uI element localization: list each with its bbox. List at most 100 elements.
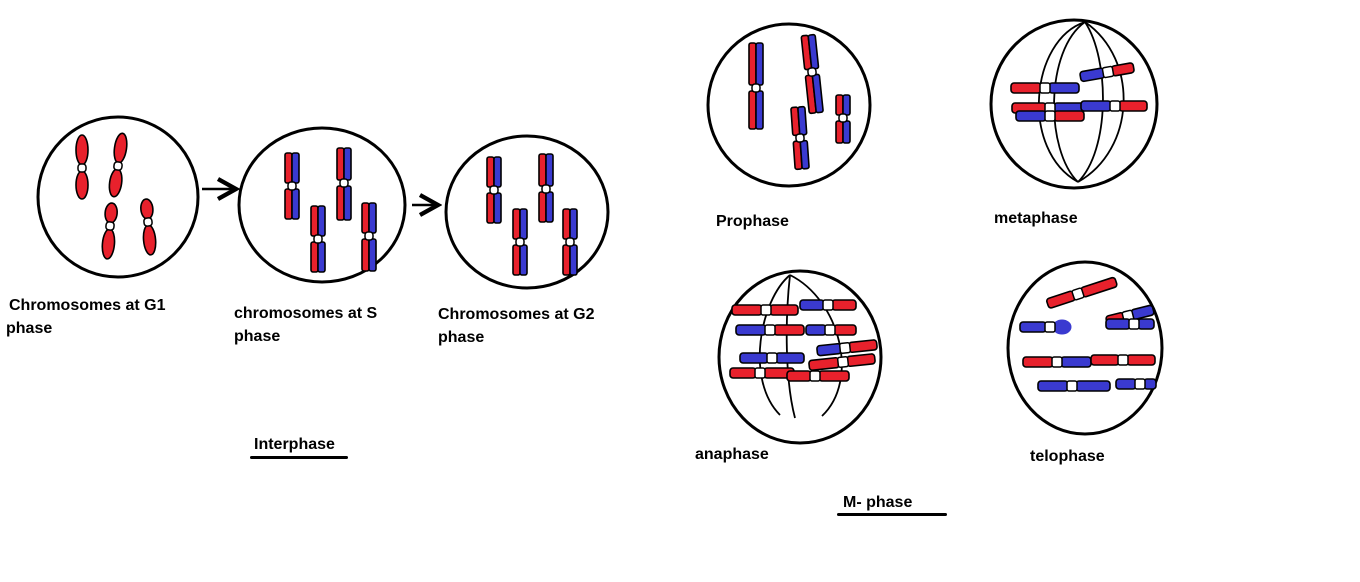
prophase-chromosome-3-arm-bottom-blue <box>799 139 810 170</box>
telophase-cell-circle <box>1006 260 1164 436</box>
g1-label-line1: Chromosomes at G1 <box>9 297 166 314</box>
prophase-chromosome-1-centromere <box>751 83 761 93</box>
g2-chromosome-1-arm-top-blue <box>493 156 502 188</box>
g2-chromosome-4-arm-top-blue <box>569 208 578 240</box>
s-chromosome-2-arm-top-red <box>336 147 345 181</box>
g1-chromosome-3-arm-bottom <box>101 228 116 260</box>
interphase-underline <box>250 456 348 459</box>
metaphase-chromosome-5-arm-right <box>1053 110 1085 122</box>
prophase-chromosome-2 <box>800 33 824 115</box>
metaphase-chromosome-2 <box>1079 62 1135 83</box>
anaphase-chromosome-5 <box>816 339 878 357</box>
s-chromosome-4 <box>361 202 377 272</box>
anaphase-chromosome-7-centromere <box>836 355 850 369</box>
g1-chromosome-1-arm-bottom <box>75 170 89 200</box>
anaphase-chromosome-8-arm-left <box>729 367 757 379</box>
g1-chromosome-1 <box>75 134 89 200</box>
s-chromosome-1-arm-top-red <box>284 152 293 184</box>
prophase-chromosome-1 <box>748 42 764 130</box>
anaphase-chromosome-1 <box>731 304 799 316</box>
telophase-chromosome-3-arm-left <box>1019 321 1047 333</box>
anaphase-chromosome-5-arm-left <box>816 342 843 357</box>
g2-chromosome-3-arm-bottom-red <box>512 244 521 276</box>
telophase-chromosome-1-centromere <box>1071 287 1085 301</box>
s-chromosome-4-arm-top-blue <box>368 202 377 234</box>
telophase-chromosome-8-arm-left <box>1115 378 1137 390</box>
g2-chromosome-3-arm-top-blue <box>519 208 528 240</box>
prophase-label: Prophase <box>716 213 789 230</box>
telophase-chromosome-8-centromere <box>1134 378 1146 390</box>
prophase-chromosome-1-arm-bottom-blue <box>755 90 764 130</box>
metaphase-chromosome-4-centromere <box>1109 100 1121 112</box>
g1-chromosome-4-arm-bottom <box>142 224 157 256</box>
metaphase-chromosome-4-arm-left <box>1080 100 1112 112</box>
g2-chromosome-3 <box>512 208 528 276</box>
s-chromosome-3-arm-bottom-red <box>310 241 319 273</box>
metaphase-chromosome-1-centromere <box>1039 82 1051 94</box>
anaphase-spindle-fiber-3 <box>789 274 843 417</box>
anaphase-chromosome-6-arm-right <box>775 352 805 364</box>
anaphase-chromosome-5-arm-right <box>847 339 878 354</box>
telophase-chromosome-7-arm-left <box>1037 380 1069 392</box>
g1-chromosome-2 <box>108 132 128 198</box>
g2-chromosome-2-centromere <box>541 184 551 194</box>
g2-chromosome-4-arm-bottom-red <box>562 244 571 276</box>
g2-chromosome-2-arm-bottom-blue <box>545 191 554 223</box>
metaphase-chromosome-1-arm-right <box>1048 82 1080 94</box>
anaphase-chromosome-3-arm-right <box>773 324 805 336</box>
anaphase-chromosome-2 <box>799 299 857 311</box>
anaphase-chromosome-4 <box>805 324 857 336</box>
anaphase-chromosome-5-centromere <box>838 341 852 355</box>
telophase-chromosome-6-arm-left <box>1090 354 1120 366</box>
g2-chromosome-3-arm-top-red <box>512 208 521 240</box>
g2-label: Chromosomes at G2 phase <box>438 303 594 349</box>
metaphase-chromosome-5 <box>1015 110 1085 122</box>
s-chromosome-4-arm-bottom-blue <box>368 238 377 272</box>
anaphase-chromosome-3-arm-left <box>735 324 767 336</box>
g1-chromosome-3-centromere <box>105 221 115 231</box>
metaphase-chromosome-1 <box>1010 82 1080 94</box>
g2-label-line1: Chromosomes at G2 <box>438 306 595 323</box>
g2-chromosome-1 <box>486 156 502 224</box>
metaphase-cell-circle <box>989 18 1159 190</box>
metaphase-chromosome-5-arm-left <box>1015 110 1047 122</box>
s-label: chromosomes at S phase <box>234 302 377 348</box>
telophase-chromosome-1-arm-left <box>1046 290 1076 309</box>
prophase-chromosome-4-arm-top-red <box>835 94 844 116</box>
g2-chromosome-2-arm-bottom-red <box>538 191 547 223</box>
s-chromosome-1-arm-top-blue <box>291 152 300 184</box>
s-label-line2: phase <box>234 328 281 345</box>
anaphase-chromosome-8-centromere <box>754 367 766 379</box>
anaphase-chromosome-9-arm-left <box>786 370 812 382</box>
telophase-chromosome-5 <box>1022 356 1092 368</box>
s-chromosome-2-arm-top-blue <box>343 147 352 181</box>
g2-chromosome-4-arm-bottom-blue <box>569 244 578 276</box>
g1-chromosome-4-centromere <box>143 217 153 227</box>
g1-cell-circle <box>36 115 200 279</box>
g2-chromosome-2 <box>538 153 554 223</box>
anaphase-chromosome-6-centromere <box>766 352 778 364</box>
s-chromosome-1-arm-bottom-red <box>284 188 293 220</box>
anaphase-chromosome-9-arm-right <box>818 370 850 382</box>
anaphase-label: anaphase <box>695 446 769 463</box>
g1-chromosome-4 <box>140 198 157 256</box>
s-chromosome-3 <box>310 205 326 273</box>
telophase-chromosome-4 <box>1105 318 1155 330</box>
s-chromosome-3-arm-top-blue <box>317 205 326 237</box>
telophase-chromosome-5-arm-right <box>1060 356 1092 368</box>
anaphase-chromosome-4-arm-left <box>805 324 827 336</box>
m-phase-underline <box>837 513 947 516</box>
prophase-chromosome-1-arm-top-red <box>748 42 757 86</box>
s-chromosome-3-centromere <box>313 234 323 244</box>
prophase-chromosome-3 <box>790 105 810 171</box>
metaphase-chromosome-1-arm-left <box>1010 82 1042 94</box>
prophase-chromosome-4 <box>835 94 851 144</box>
s-cell-circle <box>237 126 407 284</box>
metaphase-chromosome-2-arm-left <box>1079 67 1106 83</box>
metaphase-chromosome-4 <box>1080 100 1148 112</box>
telophase-chromosome-3-centromere <box>1044 321 1056 333</box>
anaphase-chromosome-3 <box>735 324 805 336</box>
anaphase-chromosome-6 <box>739 352 805 364</box>
